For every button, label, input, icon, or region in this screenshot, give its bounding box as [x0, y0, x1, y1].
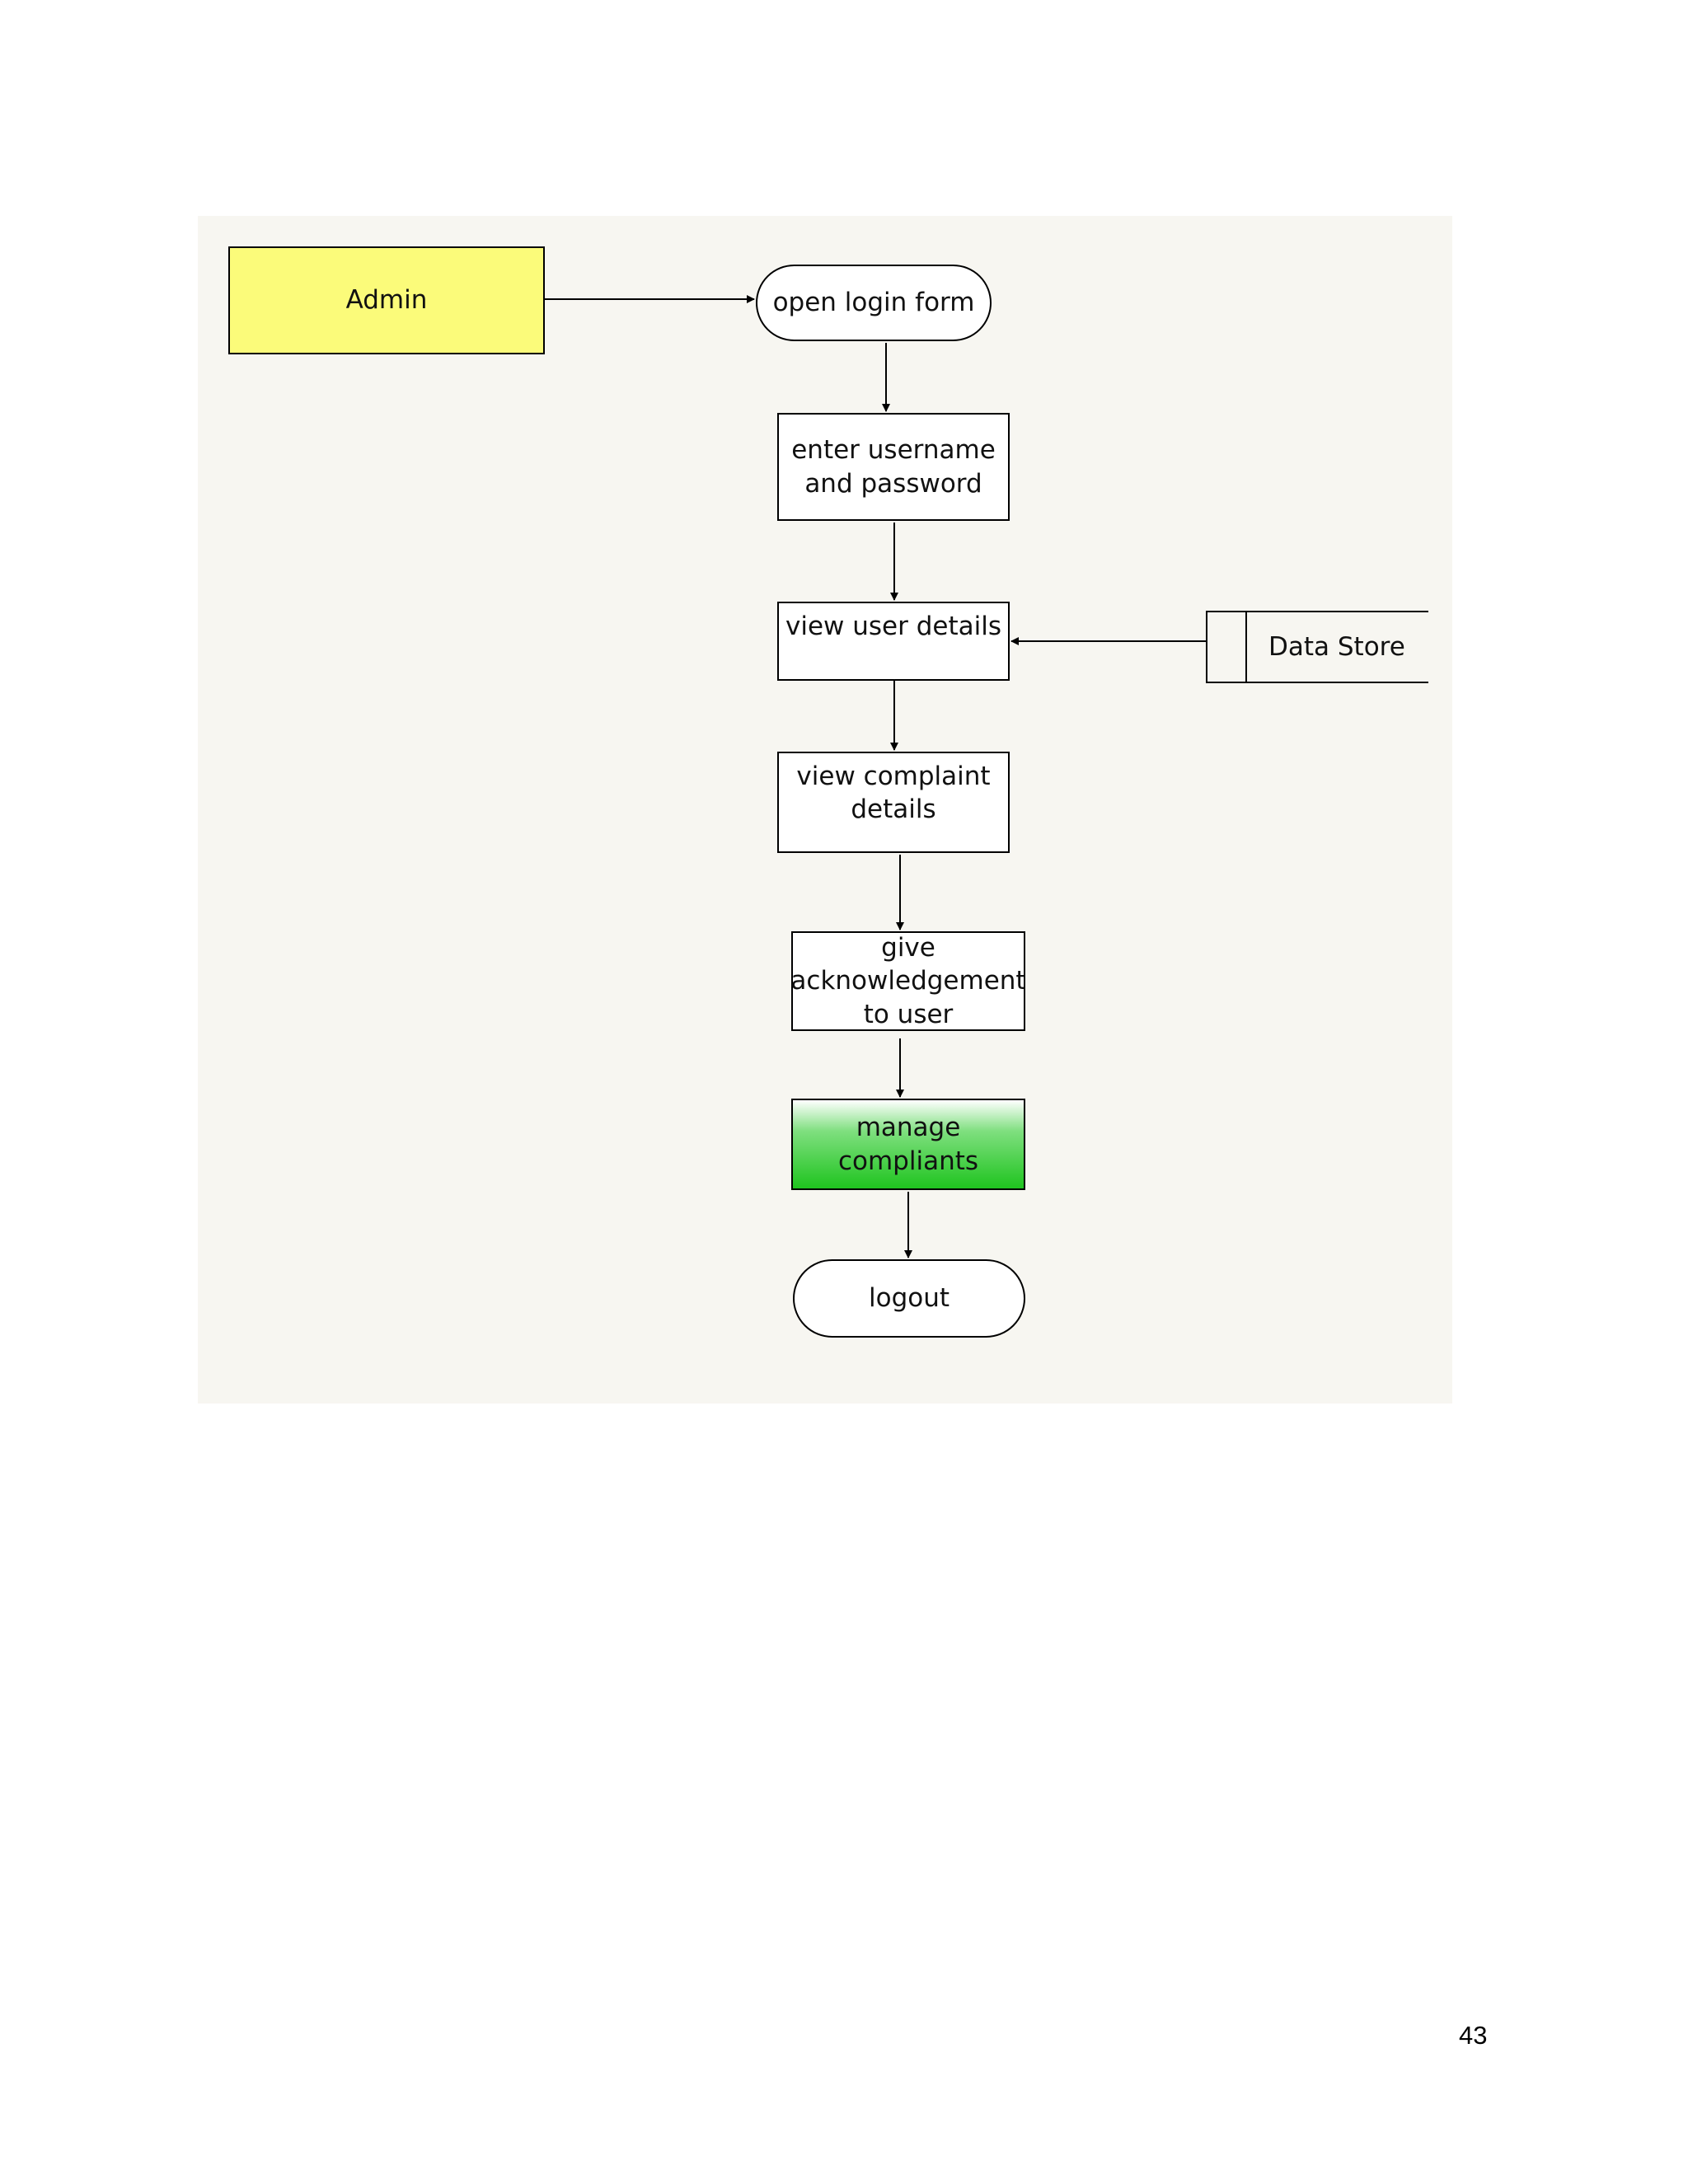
- open-login-form-terminal: open login form: [756, 265, 992, 341]
- give-acknowledgement-label: give acknowledgement to user: [790, 933, 1026, 1029]
- logout-label: logout: [868, 1283, 950, 1314]
- admin-label: Admin: [345, 285, 428, 316]
- view-complaint-details-process: view complaint details: [777, 752, 1010, 853]
- data-store-divider: [1245, 612, 1247, 682]
- manage-complaints-process: manage compliants: [791, 1099, 1025, 1190]
- view-user-details-label: view user details: [785, 612, 1001, 641]
- give-acknowledgement-process: give acknowledgement to user: [790, 931, 1026, 1031]
- data-store: Data Store: [1206, 611, 1428, 683]
- page-number: 43: [1459, 2021, 1488, 2050]
- admin-entity-box: Admin: [228, 246, 545, 354]
- view-complaint-details-label: view complaint details: [796, 762, 991, 825]
- enter-credentials-label: enter username and password: [791, 435, 996, 499]
- enter-credentials-process: enter username and password: [777, 413, 1010, 521]
- logout-terminal: logout: [793, 1259, 1025, 1338]
- view-user-details-process: view user details: [777, 602, 1010, 681]
- open-login-form-label: open login form: [772, 288, 975, 318]
- data-store-label: Data Store: [1268, 632, 1405, 662]
- manage-complaints-label: manage compliants: [837, 1113, 979, 1176]
